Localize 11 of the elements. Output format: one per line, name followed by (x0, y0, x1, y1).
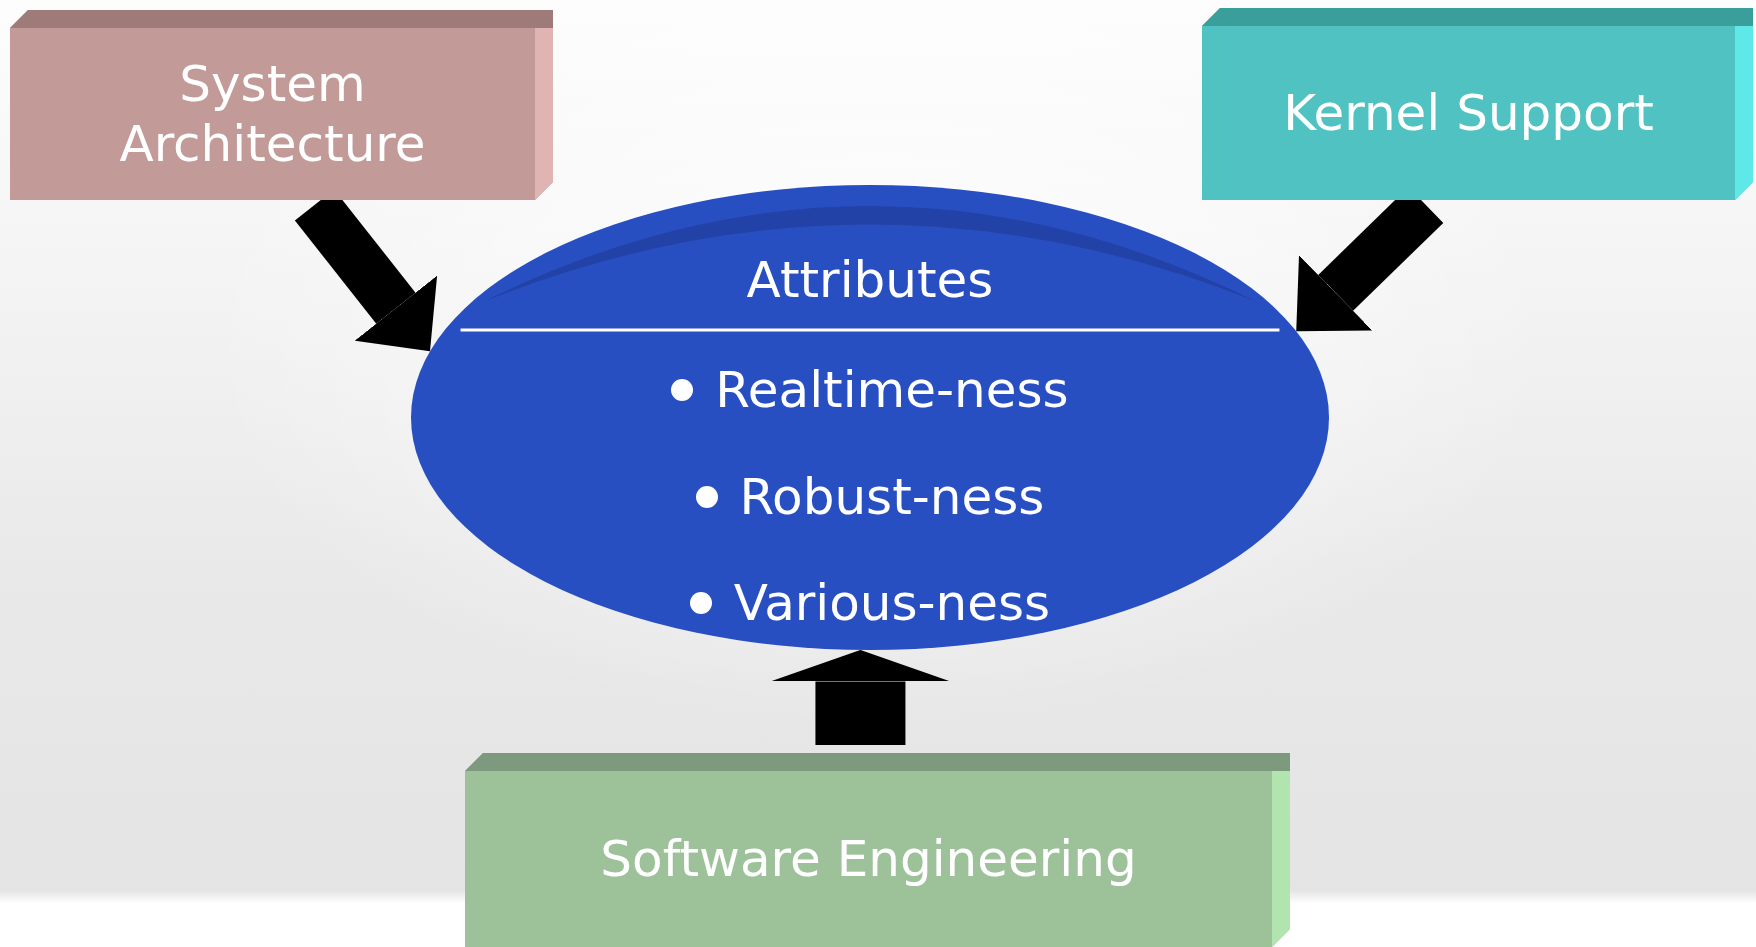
topic-block (10, 10, 553, 200)
block-label: System Architecture (118, 54, 427, 174)
attribute-item: Robust-ness (739, 467, 1045, 527)
attribute-item: Realtime-ness (715, 360, 1069, 420)
attribute-item: Various-ness (733, 573, 1051, 633)
topic-block (1202, 8, 1753, 200)
topic-block (465, 753, 1290, 947)
block-label: Software Engineering (600, 829, 1137, 889)
block-label: Kernel Support (1283, 83, 1654, 143)
ellipse-heading: Attributes (745, 250, 995, 310)
block-arrow (770, 649, 951, 745)
